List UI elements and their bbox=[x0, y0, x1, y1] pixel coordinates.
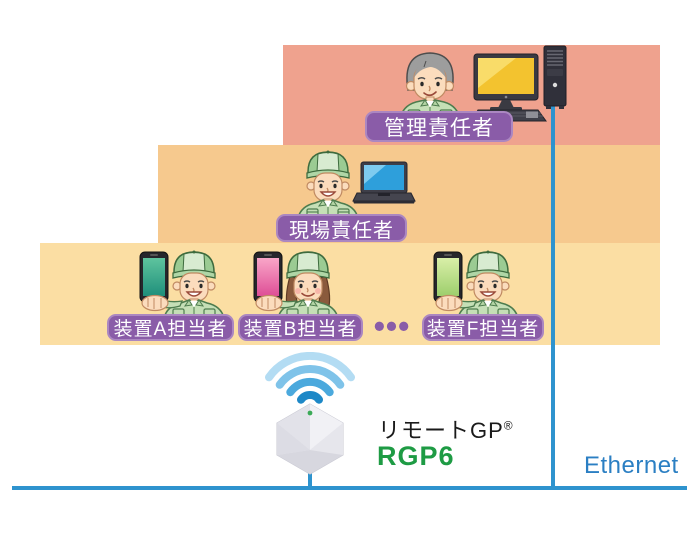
smartphone-icon bbox=[253, 251, 283, 303]
wifi-icon bbox=[265, 352, 355, 404]
device-model-name: RGP6 bbox=[377, 441, 455, 471]
operator-f-illustration bbox=[433, 250, 519, 318]
device-product-name-text: リモートGP bbox=[378, 418, 504, 443]
ethernet-label: Ethernet bbox=[584, 452, 679, 479]
label-operator-a: 装置A担当者 bbox=[107, 314, 234, 341]
ethernet-bus-line bbox=[12, 486, 687, 490]
label-management-supervisor: 管理責任者 bbox=[365, 111, 513, 142]
operators-ellipsis: ••• bbox=[373, 307, 411, 344]
desktop-computer-icon bbox=[472, 45, 567, 122]
label-operator-f: 装置F担当者 bbox=[422, 314, 544, 341]
hexagon-access-point-icon bbox=[276, 403, 344, 475]
manager-person-illustration bbox=[399, 52, 461, 120]
smartphone-icon bbox=[433, 251, 463, 303]
operator-b-illustration bbox=[253, 251, 339, 318]
site-supervisor-illustration bbox=[297, 150, 359, 218]
registered-trademark-mark: ® bbox=[503, 418, 514, 433]
device-product-name: リモートGP® bbox=[378, 413, 514, 445]
laptop-icon bbox=[352, 161, 416, 204]
label-site-supervisor: 現場責任者 bbox=[276, 214, 407, 242]
ethernet-cable-pc bbox=[551, 104, 555, 490]
ethernet-cable-access-point bbox=[308, 471, 312, 488]
label-operator-b: 装置B担当者 bbox=[238, 314, 363, 341]
smartphone-icon bbox=[139, 251, 169, 303]
operator-a-illustration bbox=[139, 250, 225, 318]
